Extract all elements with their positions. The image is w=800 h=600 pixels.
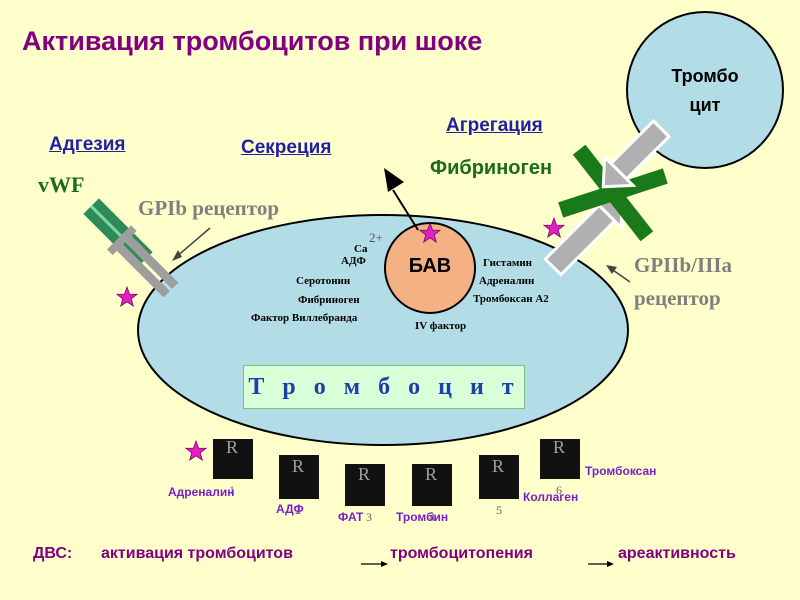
top-platelet-label-line1: Тромбо — [671, 66, 739, 86]
substance-adrenaline: Адреналин — [479, 275, 535, 287]
agonist-thromboxane: Тромбоксан — [585, 464, 657, 478]
platelet-label: Т р о м б о ц и т — [248, 373, 520, 400]
heading-secretion: Секреция — [241, 137, 332, 158]
receptor-r-5: R — [492, 456, 505, 476]
top-platelet-receptor-shape — [601, 118, 672, 189]
agonist-collagen: Коллаген — [523, 490, 579, 504]
gpiib-receptor-label-line2: рецептор — [634, 286, 721, 310]
page-title: Активация тромбоцитов при шоке — [22, 26, 483, 56]
receptor-square-2 — [279, 455, 319, 499]
star-icon — [184, 439, 208, 462]
heading-adhesion: Адгезия — [49, 134, 126, 155]
footer-arrow-2-head — [607, 561, 614, 567]
receptor-num-3: 3 — [366, 510, 372, 524]
footer-step-activation: активация тромбоцитов — [101, 545, 293, 562]
substance-serotonin: Серотонин — [296, 275, 351, 287]
receptor-square-3 — [345, 464, 385, 506]
gpib-pointer — [174, 227, 211, 259]
calcium-label: Ca — [354, 243, 368, 255]
calcium-charge: 2+ — [369, 230, 383, 245]
footer-step-thrombocytopenia: тромбоцитопения — [390, 545, 533, 562]
receptor-num-1: 1 — [229, 483, 235, 497]
receptor-r-2: R — [292, 456, 305, 476]
gpib-receptor-label: GPIb рецептор — [138, 196, 280, 220]
star-icon — [418, 221, 442, 244]
receptor-square-5 — [479, 455, 519, 499]
receptor-r-6: R — [553, 437, 566, 457]
receptor-r-3: R — [358, 464, 371, 484]
receptor-num-5: 5 — [496, 503, 502, 517]
substance-vwf-factor: Фактор Виллебранда — [251, 312, 358, 324]
receptor-num-4: 4 — [429, 510, 435, 524]
gpib-receptor-shape — [106, 225, 179, 298]
agonist-paf: ФАТ — [338, 510, 364, 524]
fibrinogen-label: Фибриноген — [430, 157, 553, 179]
agonist-adrenaline: Адреналин — [168, 485, 235, 499]
substance-fibrinogen: Фибриноген — [298, 294, 360, 306]
gpiib-receptor-label-line1: GPIIb/IIIa — [634, 253, 733, 277]
secretion-arrow — [392, 189, 419, 231]
receptor-num-2: 2 — [295, 503, 301, 517]
star-icon — [542, 216, 566, 239]
receptor-square-6 — [540, 439, 580, 479]
agonist-adp: АДФ — [276, 502, 304, 516]
vwf-label: vWF — [38, 172, 85, 197]
star-icon — [115, 285, 139, 308]
receptor-r-4: R — [425, 464, 438, 484]
gpiib-pointer-head — [606, 265, 617, 274]
top-platelet-label-line2: цит — [689, 95, 721, 115]
receptor-r-1: R — [226, 437, 239, 457]
substance-histamine: Гистамин — [483, 257, 533, 269]
heading-aggregation: Агрегация — [446, 115, 543, 136]
gpib-pointer-head — [172, 250, 182, 261]
bav-label: БАВ — [408, 255, 452, 277]
agonist-thrombin: Тромбин — [396, 510, 449, 524]
secretion-arrowhead — [384, 168, 404, 192]
receptor-square-1 — [213, 439, 253, 479]
fibrinogen-cross — [558, 144, 668, 242]
footer-label: ДВС: — [33, 545, 73, 562]
factor-iv-label: IV фактор — [415, 320, 467, 332]
platelet-label-box: Т р о м б о ц и т — [243, 365, 525, 409]
substance-thromboxane-a2: Тромбоксан А2 — [473, 293, 549, 305]
receptor-num-6: 6 — [556, 483, 562, 497]
top-platelet-circle — [626, 11, 784, 169]
footer-step-areactivity: ареактивность — [618, 545, 736, 562]
substance-adp: АДФ — [341, 255, 366, 267]
receptor-square-4 — [412, 464, 452, 506]
footer-arrow-1-head — [381, 561, 388, 567]
